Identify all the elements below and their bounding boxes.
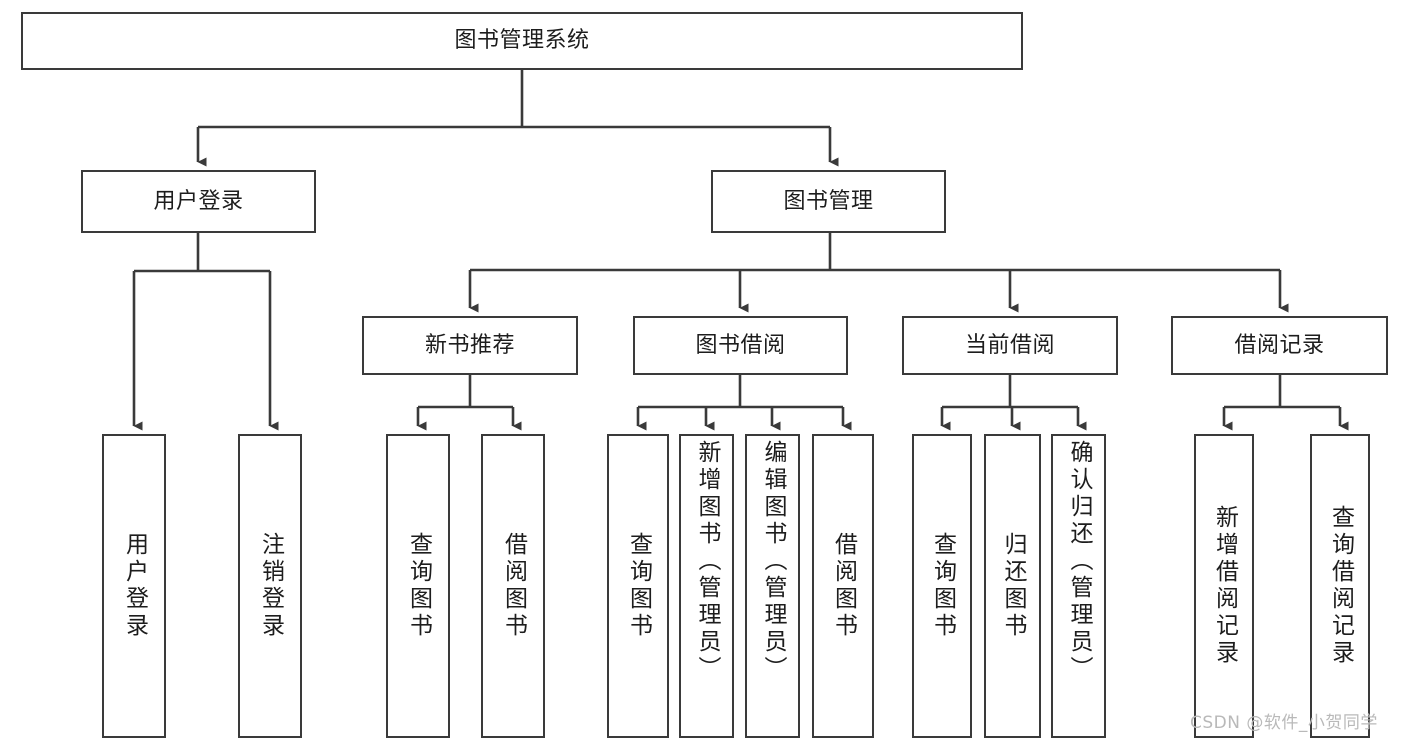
node-leaf-return-book[interactable]: 归还图书 xyxy=(984,434,1041,738)
node-leaf-add-record[interactable]: 新增借阅记录 xyxy=(1194,434,1254,738)
node-leaf-user-login[interactable]: 用户登录 xyxy=(102,434,166,738)
node-book-borrow-label: 图书借阅 xyxy=(695,332,786,358)
node-leaf-add-book-label: 新增图书（管理员） xyxy=(694,440,720,683)
node-leaf-confirm-return[interactable]: 确认归还（管理员） xyxy=(1051,434,1106,738)
node-leaf-borrow-book-2-label: 借阅图书 xyxy=(830,532,857,640)
node-book-borrow[interactable]: 图书借阅 xyxy=(633,316,848,375)
node-leaf-query-book-1[interactable]: 查询图书 xyxy=(386,434,450,738)
node-leaf-borrow-book-2[interactable]: 借阅图书 xyxy=(812,434,874,738)
node-current-borrow[interactable]: 当前借阅 xyxy=(902,316,1118,375)
node-leaf-edit-book[interactable]: 编辑图书（管理员） xyxy=(745,434,800,738)
node-leaf-borrow-book-1-label: 借阅图书 xyxy=(500,532,527,640)
csdn-watermark: CSDN @软件_小贺同学 xyxy=(1190,713,1378,733)
node-leaf-user-login-label: 用户登录 xyxy=(121,532,148,640)
node-leaf-query-book-1-label: 查询图书 xyxy=(405,532,432,640)
node-leaf-query-record[interactable]: 查询借阅记录 xyxy=(1310,434,1370,738)
node-leaf-add-record-label: 新增借阅记录 xyxy=(1211,505,1238,667)
node-borrow-record-label: 借阅记录 xyxy=(1234,332,1325,358)
node-leaf-logout[interactable]: 注销登录 xyxy=(238,434,302,738)
node-current-borrow-label: 当前借阅 xyxy=(964,332,1055,358)
node-root[interactable]: 图书管理系统 xyxy=(21,12,1023,70)
node-new-book-recommend-label: 新书推荐 xyxy=(424,332,515,358)
node-leaf-query-record-label: 查询借阅记录 xyxy=(1327,505,1354,667)
node-root-label: 图书管理系统 xyxy=(454,28,590,54)
node-leaf-query-book-2-label: 查询图书 xyxy=(625,532,652,640)
node-leaf-return-book-label: 归还图书 xyxy=(1000,532,1026,640)
node-book-manage-label: 图书管理 xyxy=(783,188,874,214)
node-leaf-confirm-return-label: 确认归还（管理员） xyxy=(1066,440,1092,683)
node-leaf-query-book-3-label: 查询图书 xyxy=(929,532,956,640)
node-leaf-query-book-3[interactable]: 查询图书 xyxy=(912,434,972,738)
node-book-manage[interactable]: 图书管理 xyxy=(711,170,946,233)
node-leaf-edit-book-label: 编辑图书（管理员） xyxy=(760,440,786,683)
node-user-login-label: 用户登录 xyxy=(153,188,244,214)
node-leaf-add-book[interactable]: 新增图书（管理员） xyxy=(679,434,734,738)
node-new-book-recommend[interactable]: 新书推荐 xyxy=(362,316,578,375)
node-borrow-record[interactable]: 借阅记录 xyxy=(1171,316,1388,375)
node-leaf-borrow-book-1[interactable]: 借阅图书 xyxy=(481,434,545,738)
node-leaf-logout-label: 注销登录 xyxy=(257,532,284,640)
node-leaf-query-book-2[interactable]: 查询图书 xyxy=(607,434,669,738)
node-user-login[interactable]: 用户登录 xyxy=(81,170,316,233)
